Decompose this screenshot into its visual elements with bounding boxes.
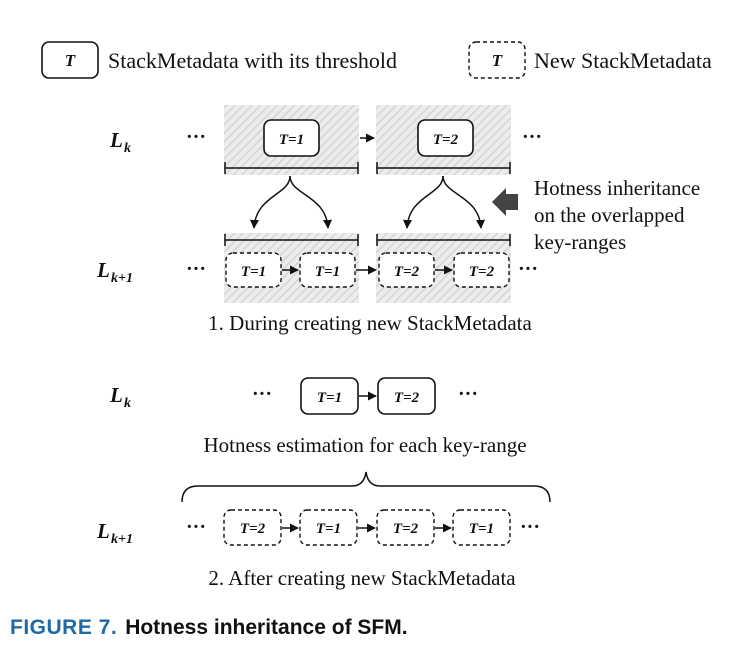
legend-dashed-text: New StackMetadata xyxy=(534,48,712,73)
new-stackmetadata-box-lower-4 xyxy=(453,252,510,288)
ellipsis-lk2-right: ··· xyxy=(458,383,478,405)
figure-title: Hotness inheritance of SFM. xyxy=(125,616,408,639)
note-line-2: on the overlapped xyxy=(534,203,685,227)
ellipsis-lk-left: ··· xyxy=(186,126,206,148)
svg-text:L: L xyxy=(96,519,110,543)
inheritance-arrows-1 xyxy=(250,175,332,229)
stackmetadata-box-s2-upper-1 xyxy=(300,377,359,415)
hotness-estimation-text: Hotness estimation for each key-range xyxy=(203,433,526,457)
new-stackmetadata-box-s2-lower-3 xyxy=(376,509,435,546)
stackmetadata-box-s2-upper-2 xyxy=(377,377,436,415)
new-stackmetadata-box-lower-3-label: T=2 xyxy=(394,264,420,280)
level-label-lk1-1: L k+1 xyxy=(96,258,133,286)
stackmetadata-box-upper-1 xyxy=(263,119,320,157)
legend-solid-text: StackMetadata with its threshold xyxy=(108,48,397,73)
new-stackmetadata-box-lower-2 xyxy=(299,252,356,288)
level-label-lk-2: L k xyxy=(109,383,131,411)
section-1-caption: 1. During creating new StackMetadata xyxy=(208,311,532,335)
ellipsis-lk1-2-left: ··· xyxy=(186,516,206,538)
new-stackmetadata-box-s2-lower-4 xyxy=(452,509,511,546)
svg-text:k: k xyxy=(124,141,131,156)
ellipsis-lk1-2-right: ··· xyxy=(520,516,540,538)
diagram: T StackMetadata with its threshold T New… xyxy=(41,41,712,590)
new-stackmetadata-box-s2-lower-1-label: T=2 xyxy=(240,521,266,537)
legend-dashed-box xyxy=(468,41,526,79)
key-range-brace xyxy=(181,471,551,503)
legend: T StackMetadata with its threshold T New… xyxy=(41,41,712,79)
note-line-1: Hotness inheritance xyxy=(534,176,700,200)
key-range-bracket-lower-2 xyxy=(376,234,511,246)
svg-text:k+1: k+1 xyxy=(111,532,133,547)
level-label-lk-1: L k xyxy=(109,128,131,156)
note-line-3: key-ranges xyxy=(534,230,626,254)
stackmetadata-box-upper-1-label: T=1 xyxy=(279,132,304,148)
legend-solid-box xyxy=(41,41,99,79)
stackmetadata-box-upper-2-label: T=2 xyxy=(433,132,459,148)
inheritance-arrows-2 xyxy=(403,175,485,229)
svg-text:k: k xyxy=(124,396,131,411)
new-stackmetadata-box-lower-4-label: T=2 xyxy=(469,264,495,280)
ellipsis-lk1-left: ··· xyxy=(186,258,206,280)
new-stackmetadata-box-s2-lower-3-label: T=2 xyxy=(393,521,419,537)
section-2-caption: 2. After creating new StackMetadata xyxy=(208,566,516,590)
key-range-bracket-upper-1 xyxy=(224,162,359,174)
ellipsis-lk1-right: ··· xyxy=(518,258,538,280)
hotness-inheritance-arrow-icon xyxy=(492,188,518,216)
level-label-lk1-2: L k+1 xyxy=(96,519,133,547)
key-range-bracket-lower-1 xyxy=(224,234,359,246)
stackmetadata-box-s2-upper-1-label: T=1 xyxy=(317,390,342,406)
new-stackmetadata-box-lower-2-label: T=1 xyxy=(315,264,340,280)
key-range-bracket-upper-2 xyxy=(376,162,511,174)
ellipsis-lk2-left: ··· xyxy=(252,383,272,405)
new-stackmetadata-box-lower-1 xyxy=(225,252,282,288)
section-after-creation: L k ··· T=1 T=2 ··· Hotness estimation f… xyxy=(96,377,551,590)
stackmetadata-box-upper-2 xyxy=(417,119,474,157)
new-stackmetadata-box-s2-lower-1 xyxy=(223,509,282,546)
new-stackmetadata-box-lower-3 xyxy=(378,252,435,288)
figure-label: FIGURE 7. xyxy=(10,616,118,639)
figure-caption: FIGURE 7. Hotness inheritance of SFM. xyxy=(10,616,408,640)
legend-solid-box-label: T xyxy=(65,51,76,70)
ellipsis-lk-right: ··· xyxy=(522,126,542,148)
svg-text:L: L xyxy=(96,258,110,282)
svg-text:k+1: k+1 xyxy=(111,271,133,286)
svg-text:L: L xyxy=(109,383,123,407)
stackmetadata-box-s2-upper-2-label: T=2 xyxy=(394,390,420,406)
section-during-creation: L k ··· T=1 T=2 ··· xyxy=(96,105,700,335)
new-stackmetadata-box-lower-1-label: T=1 xyxy=(241,264,266,280)
legend-dashed-box-label: T xyxy=(492,51,503,70)
new-stackmetadata-box-s2-lower-2-label: T=1 xyxy=(316,521,341,537)
svg-text:L: L xyxy=(109,128,123,152)
new-stackmetadata-box-s2-lower-2 xyxy=(299,509,358,546)
new-stackmetadata-box-s2-lower-4-label: T=1 xyxy=(469,521,494,537)
